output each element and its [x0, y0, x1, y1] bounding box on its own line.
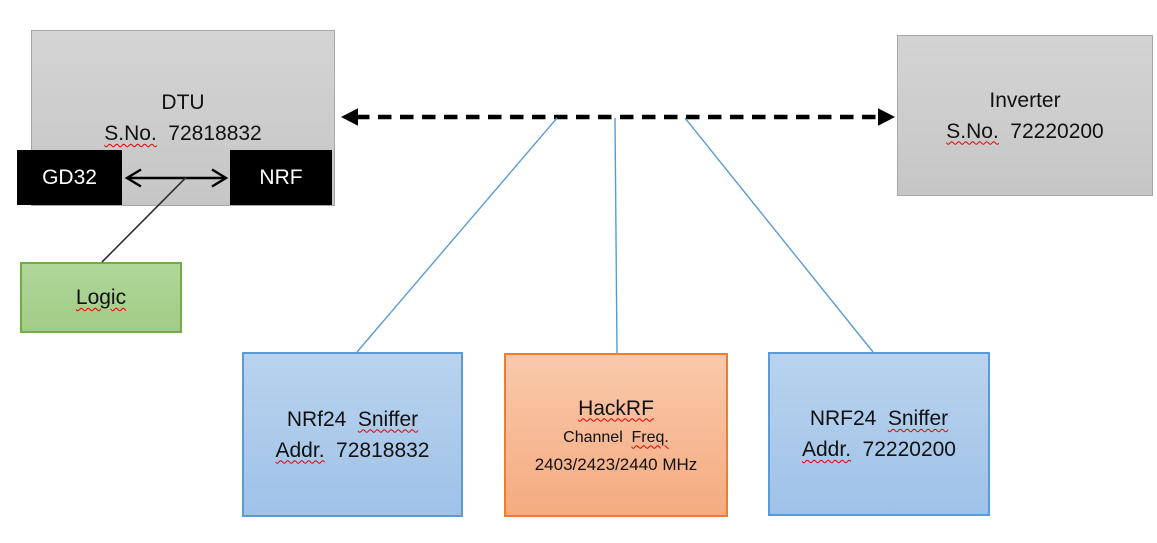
nrf-label: NRF	[259, 166, 303, 189]
inverter-title: Inverter	[989, 88, 1061, 112]
sniffer-left-addr: Addr. 72818832	[276, 435, 430, 466]
inverter-box: Inverter S.No. 72220200	[897, 35, 1153, 196]
sniffer-right-box: NRF24 Sniffer Addr. 72220200	[768, 352, 990, 516]
hackrf-frequencies: 2403/2423/2440 MHz	[534, 454, 698, 474]
sniffer-left-addr-label: Addr.	[275, 438, 325, 462]
nrf-chip: NRF	[230, 150, 332, 205]
logic-box: Logic	[20, 262, 182, 333]
sniffer-left-title-prefix: NRf24	[286, 407, 347, 431]
hackrf-connector-line	[614, 117, 618, 354]
hackrf-subtitle-word: Freq.	[631, 428, 669, 446]
gd32-chip: GD32	[17, 150, 122, 205]
sniffer-right-title: NRF24 Sniffer	[810, 403, 948, 434]
sniffer-right-title-prefix: NRF24	[809, 407, 877, 430]
sniffer-left-addr-value: 72818832	[336, 438, 430, 462]
inverter-serial: S.No. 72220200	[946, 116, 1103, 147]
dtu-title: DTU	[161, 91, 205, 114]
hackrf-subtitle-prefix: Channel	[563, 428, 623, 446]
inverter-serial-label: S.No.	[946, 119, 999, 143]
sniffer-left-box: NRf24 Sniffer Addr. 72818832	[242, 352, 463, 517]
sniffer-left-title-word: Sniffer	[357, 407, 419, 431]
hackrf-box: HackRF Channel Freq. 2403/2423/2440 MHz	[504, 353, 728, 517]
sniffer-right-addr-label: Addr.	[802, 438, 852, 461]
hackrf-subtitle: Channel Freq.	[563, 424, 669, 451]
sniffer-right-connector-line	[684, 117, 874, 353]
dashed-arrowhead-left-icon	[341, 108, 358, 126]
sniffer-left-title: NRf24 Sniffer	[287, 404, 418, 435]
sniffer-right-addr: Addr. 72220200	[802, 434, 956, 465]
dashed-arrowhead-right-icon	[878, 108, 895, 126]
dtu-serial-value: 72818832	[168, 122, 262, 145]
sniffer-right-title-word: Sniffer	[887, 407, 949, 430]
hackrf-title: HackRF	[578, 396, 654, 420]
sniffer-left-connector-line	[356, 117, 558, 353]
logic-label: Logic	[75, 286, 127, 309]
dtu-serial: S.No. 72818832	[104, 118, 261, 149]
gd32-label: GD32	[42, 166, 97, 189]
sniffer-right-addr-value: 72220200	[862, 438, 956, 461]
inverter-serial-value: 72220200	[1010, 119, 1104, 143]
dtu-serial-label: S.No.	[104, 122, 157, 145]
